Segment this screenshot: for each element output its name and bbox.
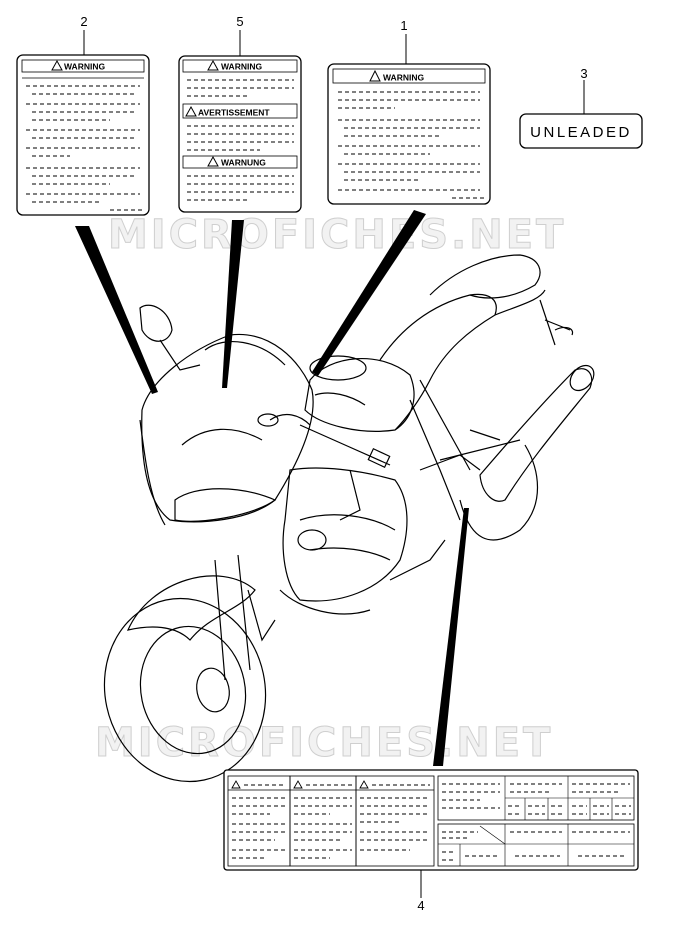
- leader-4: [433, 508, 469, 766]
- warning-label-1: WARNING: [327, 63, 491, 205]
- warning-label-5: WARNING AVERTISSEMENT WARNUNG: [178, 55, 302, 213]
- label-5-heading-warnung: WARNUNG: [221, 158, 266, 168]
- leader-lines: [75, 210, 469, 766]
- leader-5: [222, 220, 244, 388]
- warning-triangle-icon: [293, 780, 303, 789]
- unleaded-label-3: UNLEADED: [519, 113, 643, 149]
- watermark-top: MICROFICHES.NET: [108, 212, 566, 258]
- warning-triangle-icon: [207, 59, 219, 71]
- motorcycle-drawing: [103, 254, 595, 783]
- callout-4: 4: [417, 898, 424, 913]
- warning-triangle-icon: [51, 59, 63, 71]
- label-2-heading: WARNING: [64, 62, 105, 72]
- label-1-heading: WARNING: [383, 73, 424, 83]
- warning-label-2: WARNING: [16, 54, 150, 216]
- info-label-4: [223, 769, 639, 871]
- leader-2: [75, 226, 158, 394]
- callout-1: 1: [400, 18, 407, 33]
- callout-5: 5: [236, 14, 243, 29]
- callout-lines: [83, 30, 585, 898]
- label-2-text-lines: [26, 85, 144, 211]
- warning-triangle-icon: [185, 105, 197, 117]
- unleaded-text: UNLEADED: [530, 124, 632, 141]
- label-1-text-lines: [338, 91, 486, 199]
- warning-triangle-icon: [369, 69, 381, 82]
- label-5-heading-warning: WARNING: [221, 62, 262, 72]
- watermark-bottom: MICROFICHES.NET: [95, 720, 553, 766]
- warning-triangle-icon: [207, 155, 219, 167]
- warning-triangle-icon: [359, 780, 369, 789]
- leader-1: [312, 210, 426, 376]
- callout-3: 3: [580, 66, 587, 81]
- callout-2: 2: [80, 14, 87, 29]
- warning-triangle-icon: [231, 780, 241, 789]
- label-5-heading-avertissement: AVERTISSEMENT: [198, 108, 270, 118]
